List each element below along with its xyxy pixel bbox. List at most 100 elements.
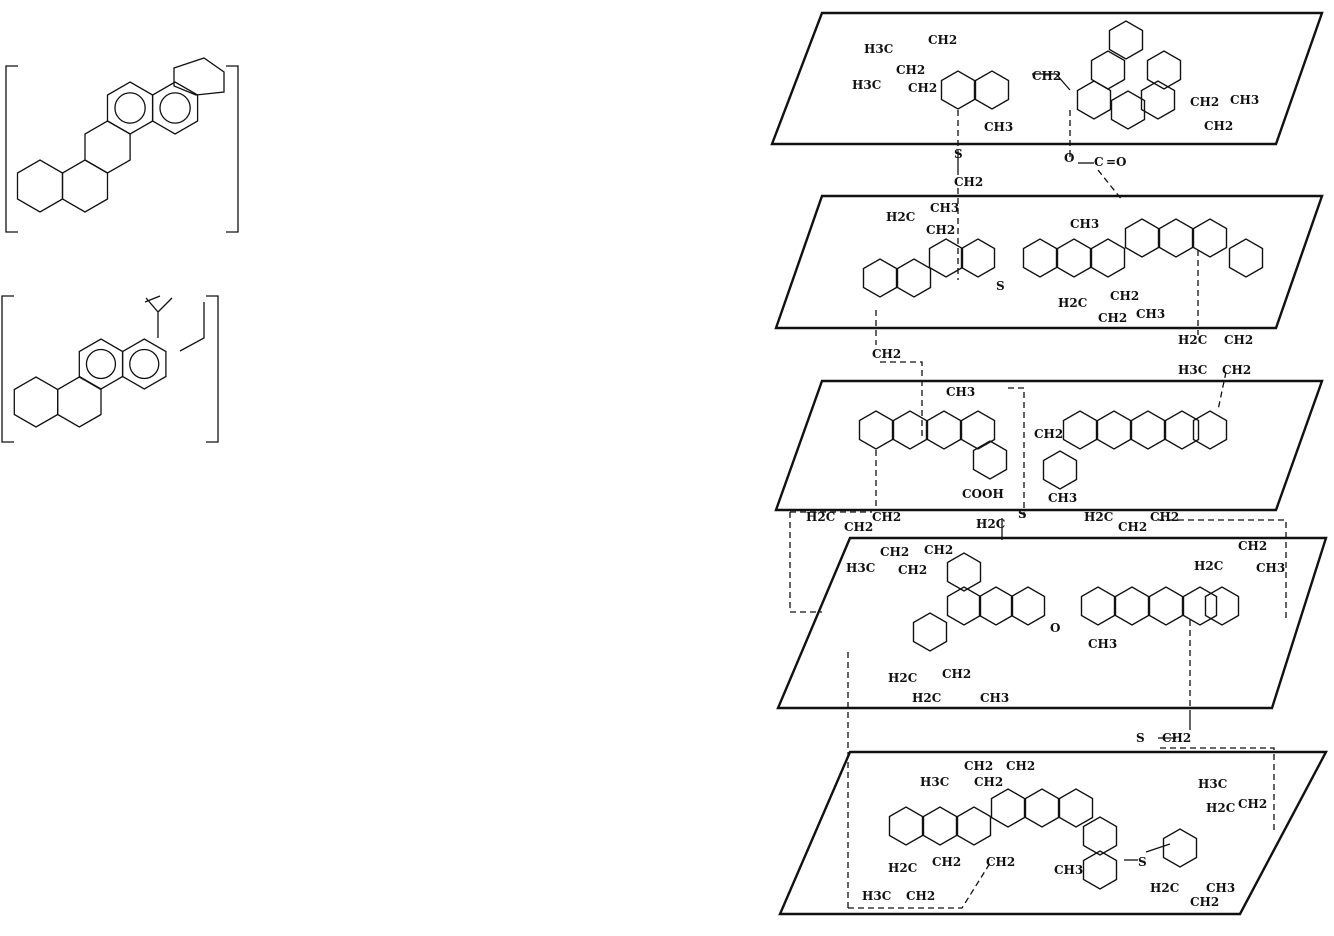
- ring: [1064, 411, 1097, 449]
- label: CH2: [880, 545, 909, 559]
- ring: [962, 239, 995, 277]
- label: CH3: [1088, 637, 1117, 651]
- label: H2C: [888, 861, 917, 875]
- label: CH2: [1118, 520, 1147, 534]
- label: CH2: [1098, 311, 1127, 325]
- ring: [958, 807, 991, 845]
- label: CH2: [1034, 427, 1063, 441]
- ring: [914, 613, 947, 651]
- ring: [1084, 817, 1117, 855]
- structure-1-fused-rings: [18, 58, 225, 212]
- label: CH2: [908, 81, 937, 95]
- ring: [980, 587, 1013, 625]
- label: S: [996, 279, 1005, 293]
- label: CH2: [906, 889, 935, 903]
- ring: [860, 411, 893, 449]
- ring: [976, 71, 1009, 109]
- ring: [942, 71, 975, 109]
- cyclopentane-ring: [174, 58, 224, 95]
- ring: [1092, 239, 1125, 277]
- chemical-labels: H3C CH2 H3C CH2 CH2 CH3 CH2 CH2 CH3 CH2 …: [806, 33, 1285, 909]
- ring: [1058, 239, 1091, 277]
- ring: [898, 259, 931, 297]
- label: CH2: [872, 347, 901, 361]
- structure-2-brackets: [2, 296, 218, 442]
- ring: [948, 587, 981, 625]
- label: H2C: [1150, 881, 1179, 895]
- label: H3C: [862, 889, 891, 903]
- aromatic-ring-circle: [86, 350, 115, 379]
- benzene-ring: [123, 339, 166, 389]
- label: H2C: [888, 671, 917, 685]
- ring: [1082, 587, 1115, 625]
- label: CH2: [1006, 759, 1035, 773]
- ring: [1026, 789, 1059, 827]
- label: CH3: [1136, 307, 1165, 321]
- label: S: [954, 147, 963, 161]
- aromatic-ring-circle: [160, 93, 190, 123]
- cyclohexane-ring: [85, 121, 130, 173]
- aromatic-ring-circle: [115, 93, 145, 123]
- cyclohexane-ring: [58, 377, 101, 427]
- label: CH2: [932, 855, 961, 869]
- label: CH3: [1256, 561, 1285, 575]
- label: H2C: [912, 691, 941, 705]
- label: H3C: [920, 775, 949, 789]
- label: O: [1064, 151, 1074, 165]
- layer-planes: [772, 13, 1326, 914]
- label: CH2: [1238, 797, 1267, 811]
- ring: [928, 411, 961, 449]
- label: C: [1094, 155, 1104, 169]
- ring: [948, 553, 981, 591]
- label: CH3: [980, 691, 1009, 705]
- label: CH2: [986, 855, 1015, 869]
- ring: [1060, 789, 1093, 827]
- label: =O: [1106, 155, 1127, 169]
- label: H3C: [852, 78, 881, 92]
- label: CH3: [1230, 93, 1259, 107]
- label: CH2: [942, 667, 971, 681]
- label: H3C: [864, 42, 893, 56]
- cyclohexane-ring: [18, 160, 63, 212]
- label: CH3: [946, 385, 975, 399]
- ring: [1230, 239, 1263, 277]
- ring: [974, 441, 1007, 479]
- label: CH3: [1048, 491, 1077, 505]
- ring: [1084, 851, 1117, 889]
- label: CH2: [1162, 731, 1191, 745]
- ring: [1078, 81, 1111, 119]
- ring: [1142, 81, 1175, 119]
- label: COOH: [962, 487, 1004, 501]
- substituent-bonds: [958, 74, 1190, 860]
- label: H3C: [1198, 777, 1227, 791]
- label: CH2: [1222, 363, 1251, 377]
- ring: [890, 807, 923, 845]
- label: H2C: [1084, 510, 1113, 524]
- ring: [1148, 51, 1181, 89]
- ring: [1126, 219, 1159, 257]
- side-chain: [180, 302, 204, 351]
- ring: [1044, 451, 1077, 489]
- label: CH3: [930, 201, 959, 215]
- label: CH2: [974, 775, 1003, 789]
- label: CH3: [1070, 217, 1099, 231]
- ring: [1110, 21, 1143, 59]
- label: CH2: [924, 543, 953, 557]
- label: CH2: [928, 33, 957, 47]
- label: CH2: [964, 759, 993, 773]
- ring: [1160, 219, 1193, 257]
- ring: [1150, 587, 1183, 625]
- label: CH2: [1032, 69, 1061, 83]
- label: CH2: [896, 63, 925, 77]
- ring: [1116, 587, 1149, 625]
- label: CH2: [954, 175, 983, 189]
- side-chain: [146, 298, 172, 338]
- label: CH2: [1224, 333, 1253, 347]
- ring: [1164, 829, 1197, 867]
- ring-skeletons: [860, 21, 1263, 889]
- structure-2-fused-rings: [14, 296, 204, 427]
- ring: [924, 807, 957, 845]
- label: O: [1050, 621, 1060, 635]
- label: S: [1138, 855, 1147, 869]
